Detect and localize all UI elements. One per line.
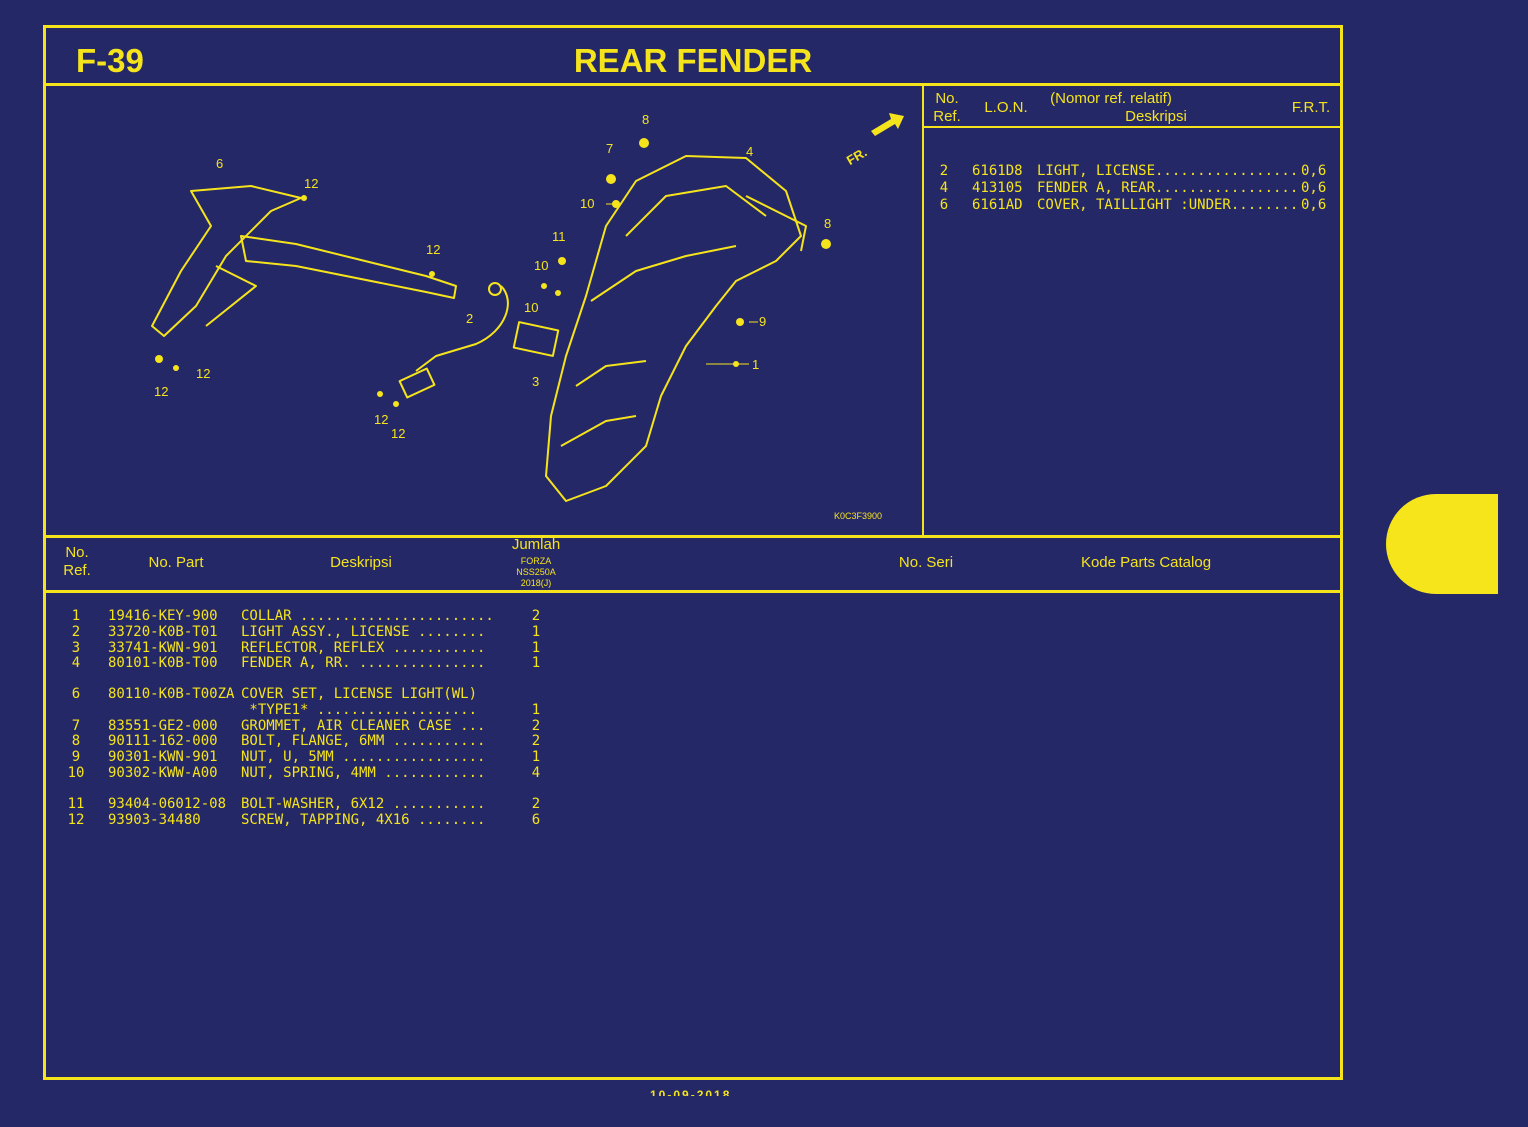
frt-header-frt: F.R.T. <box>1291 99 1331 116</box>
callout-1: 1 <box>752 357 759 372</box>
callout-9: 9 <box>759 314 766 329</box>
callout-11: 11 <box>552 229 566 244</box>
frt-header-desc: Deskripsi <box>1125 108 1187 125</box>
diagram-divider <box>922 86 924 535</box>
parts-header-ref: No. Ref. <box>63 544 91 579</box>
page-code: F-39 <box>76 42 144 79</box>
callout-12: 12 <box>426 242 440 257</box>
parts-header-part: No. Part <box>148 554 204 571</box>
parts-table-top-divider <box>46 535 1340 538</box>
frt-header-divider <box>922 126 1340 128</box>
callout-12: 12 <box>154 384 168 399</box>
callout-12: 12 <box>196 366 210 381</box>
catalog-page-frame: F-39 REAR FENDER FR. <box>43 25 1343 1080</box>
callout-6: 6 <box>216 156 223 171</box>
callout-4: 4 <box>746 144 753 159</box>
license-light-wire <box>415 285 509 372</box>
parts-header-desc: Deskripsi <box>330 554 392 571</box>
callout-8: 8 <box>642 112 649 127</box>
callout-7: 7 <box>606 141 613 156</box>
parts-header-qty: Jumlah <box>511 536 561 553</box>
callout-2: 2 <box>466 311 473 326</box>
title-divider <box>46 83 1340 86</box>
frt-header-ref: No. Ref. <box>933 90 961 125</box>
callout-12: 12 <box>391 426 405 441</box>
frt-header-relative: (Nomor ref. relatif) <box>1050 90 1172 107</box>
callout-10: 10 <box>524 300 538 315</box>
callout-10: 10 <box>534 258 548 273</box>
frt-header-lon: L.O.N. <box>984 99 1028 116</box>
page-title: REAR FENDER <box>573 42 813 79</box>
callout-12: 12 <box>304 176 318 191</box>
callout-3: 3 <box>532 374 539 389</box>
callout-8: 8 <box>824 216 831 231</box>
direction-label: FR. <box>844 144 870 167</box>
parts-header-catalog: Kode Parts Catalog <box>1080 554 1212 571</box>
diagram-image-code: K0C3F3900 <box>834 511 882 521</box>
rear-fender-outline <box>545 155 802 502</box>
page-side-tab[interactable] <box>1386 494 1498 594</box>
exploded-parts-diagram: FR. 6 12 12 12 12 12 12 2 3 7 8 8 4 10 1… <box>151 112 904 521</box>
direction-arrow-icon <box>871 113 904 136</box>
parts-header-divider <box>46 590 1340 593</box>
license-light-unit <box>398 367 436 399</box>
parts-header-model: FORZA NSS250A 2018(J) <box>516 556 556 588</box>
footer-date: 10-09-2018 <box>650 1088 732 1096</box>
callout-12: 12 <box>374 412 388 427</box>
callout-10: 10 <box>580 196 594 211</box>
parts-header-serial: No. Seri <box>898 554 954 571</box>
reflector <box>512 321 560 357</box>
cover-set-arm <box>240 235 457 299</box>
cover-set-outline <box>151 185 302 337</box>
